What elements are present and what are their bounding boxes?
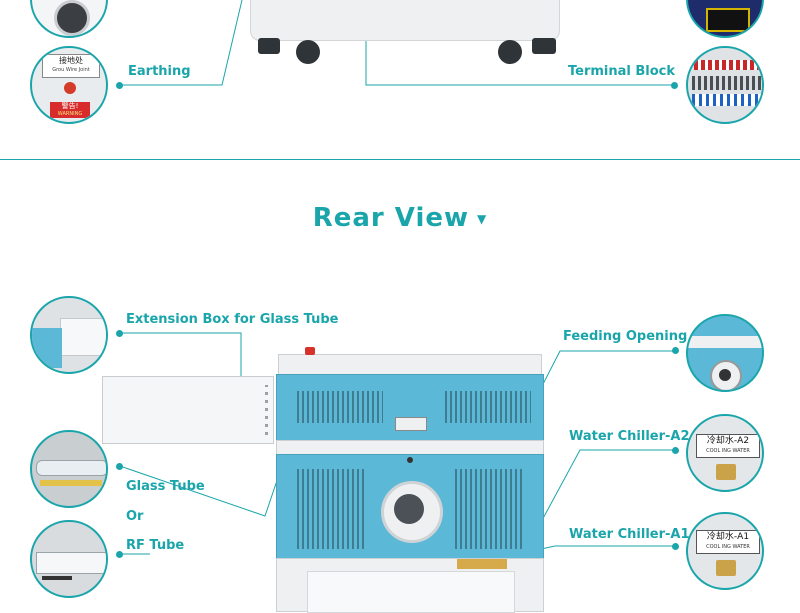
chiller-a2-tag-sub: COOL ING WATER: [706, 448, 750, 454]
earthing-closeup-circle: 接地处 Grou Wire Joint 警告! WARNING: [30, 46, 108, 124]
water-chiller-a2-label: Water Chiller-A2: [569, 429, 690, 444]
feeding-opening-dot: [672, 347, 679, 354]
water-chiller-a1-label: Water Chiller-A1: [569, 527, 690, 542]
upper-rear-panel: [276, 374, 544, 442]
water-chiller-a1-circle: 冷却水-A1 COOL ING WATER: [686, 512, 764, 590]
chiller-a1-tag: 冷却水-A1: [706, 532, 750, 542]
terminal-block-circle: [686, 46, 764, 124]
panel-handle: [395, 417, 427, 431]
feeding-opening-circle: [686, 314, 764, 392]
terminal-block-label: Terminal Block: [568, 64, 676, 79]
extension-box-dot: [116, 330, 123, 337]
earthing-label: Earthing: [128, 64, 191, 79]
title-arrow-icon: ▼: [477, 211, 488, 226]
machine-stand: [276, 558, 544, 613]
caster-wheel: [258, 38, 280, 54]
section-divider: [0, 159, 800, 160]
feed-through-port: [381, 481, 443, 543]
earthing-sign-text: 接地处: [59, 56, 83, 65]
water-chiller-a2-circle: 冷却水-A2 COOL ING WATER: [686, 414, 764, 492]
chiller-a2-tag: 冷却水-A2: [706, 436, 750, 446]
caster-wheel: [296, 40, 320, 64]
rf-tube-circle: [30, 520, 108, 598]
water-chiller-a2-dot: [672, 447, 679, 454]
glass-tube-circle: [30, 430, 108, 508]
earthing-bolt: [64, 82, 76, 94]
extension-box: [102, 376, 274, 444]
machine-base-top: [250, 0, 560, 41]
warning-label: 警告!: [61, 102, 79, 110]
extension-box-circle: [30, 296, 108, 374]
or-label: Or: [126, 509, 144, 524]
emergency-stop-button: [305, 347, 315, 355]
rf-tube-label: RF Tube: [126, 538, 185, 553]
glass-tube-dot: [116, 463, 123, 470]
chiller-a1-tag-sub: COOL ING WATER: [706, 544, 750, 550]
caster-wheel: [532, 38, 556, 54]
feeding-opening-label: Feeding Opening: [563, 329, 688, 344]
caster-wheel: [498, 40, 522, 64]
machine-top-lid: [278, 347, 542, 376]
section-title: Rear View ▼: [0, 203, 800, 233]
lower-rear-panel: [276, 454, 544, 560]
rf-tube-dot: [116, 551, 123, 558]
water-chiller-a1-dot: [672, 543, 679, 550]
warning-sublabel: WARNING: [57, 111, 83, 117]
earthing-sign-subtext: Grou Wire Joint: [52, 67, 90, 73]
extension-box-label: Extension Box for Glass Tube: [126, 312, 339, 327]
earthing-dot: [116, 82, 123, 89]
rear-view-title: Rear View: [312, 203, 470, 233]
terminal-block-dot: [671, 82, 678, 89]
glass-tube-label: Glass Tube: [126, 479, 205, 494]
